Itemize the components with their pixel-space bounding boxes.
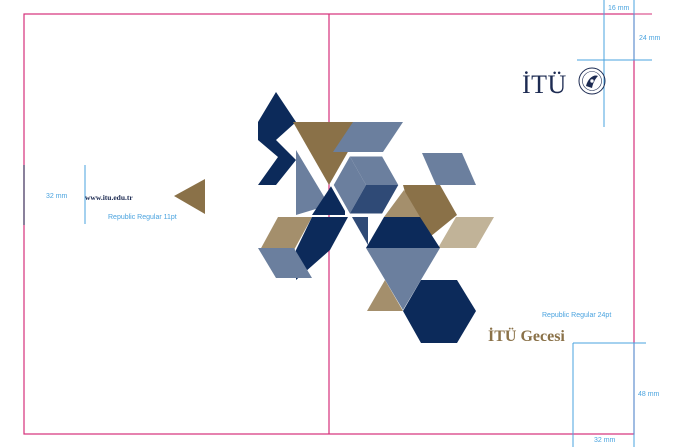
shape-navy-triangle-right [352, 217, 368, 245]
margin-label-bottom-right: 32 mm [594, 437, 616, 444]
shape-navy-trapezoid-center [366, 217, 440, 248]
event-title: İTÜ Gecesi [488, 328, 565, 345]
shape-hexagon-outline [330, 153, 402, 217]
shape-tan-triangle-bottom [367, 280, 403, 311]
shape-navy-rhombus-left [296, 217, 348, 280]
shape-gold-arrow-left [174, 179, 205, 214]
shape-navy-hexagon [403, 280, 476, 343]
shape-slate-parallelogram-top [333, 122, 403, 152]
font-note-large: Republic Regular 24pt [542, 312, 612, 319]
measure-guides [84, 0, 652, 447]
margin-label-left: 32 mm [46, 193, 68, 200]
shape-slate-parallelogram-right [422, 153, 476, 185]
itu-seal [578, 67, 606, 95]
shape-sand-parallelogram [438, 217, 494, 248]
shape-slate-triangle-bottom [366, 248, 440, 310]
font-note-small: Republic Regular 11pt [108, 214, 177, 221]
website-url: www.itu.edu.tr [85, 193, 133, 202]
shape-navy-chevron [258, 92, 296, 185]
geometric-pattern [174, 92, 494, 343]
shape-slate-triangle-left [296, 150, 329, 215]
shape-slate-parallelogram-bottom-left [258, 248, 312, 278]
margin-label-top: 24 mm [639, 35, 661, 42]
margin-label-top-right: 16 mm [608, 5, 630, 12]
shape-tan-small-triangle [384, 190, 420, 217]
shape-navy-parallelogram-left [260, 217, 312, 250]
margin-label-bottom: 48 mm [638, 391, 660, 398]
itu-wordmark: İTÜ [522, 70, 567, 99]
